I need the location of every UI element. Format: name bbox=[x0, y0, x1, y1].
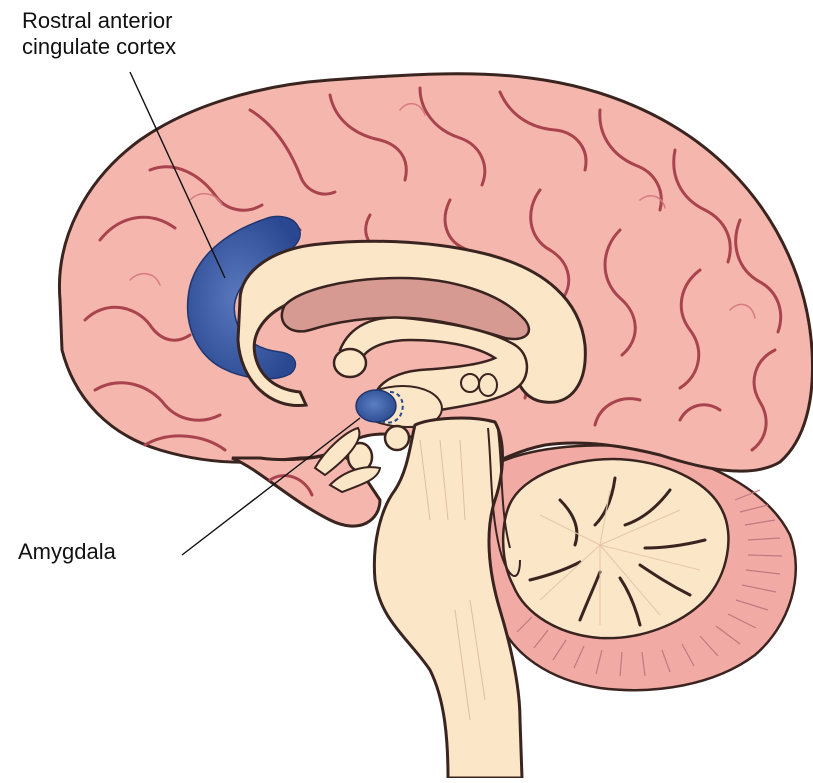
racc-label-line1: Rostral anterior bbox=[22, 8, 172, 34]
amygdala-label: Amygdala bbox=[18, 539, 116, 565]
racc-label-line2: cingulate cortex bbox=[22, 34, 176, 60]
cerebellum bbox=[488, 445, 795, 690]
